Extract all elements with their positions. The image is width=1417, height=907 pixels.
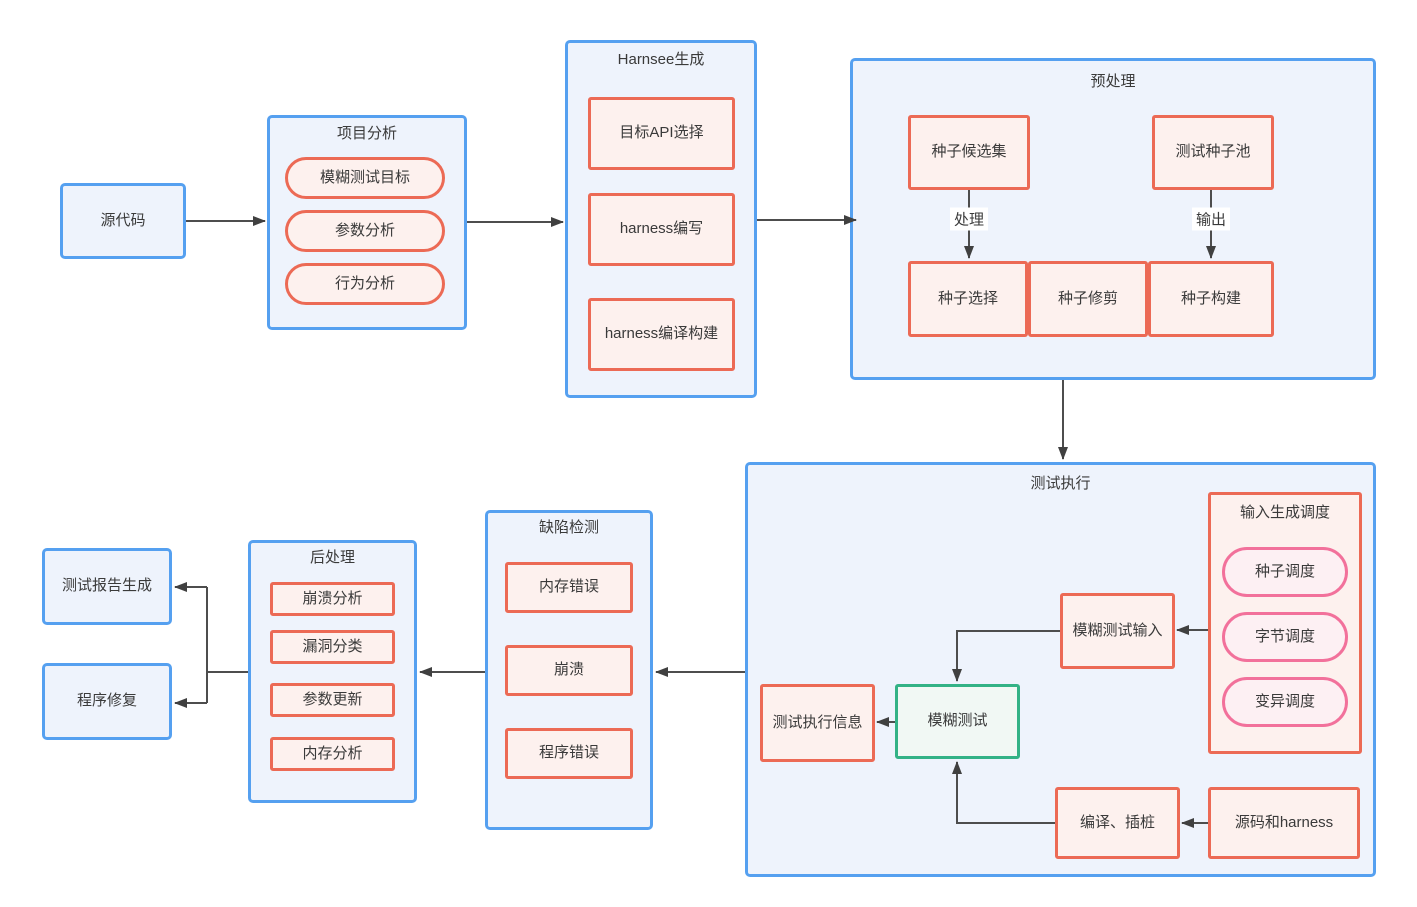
node-seed-candidates: 种子候选集 xyxy=(908,115,1030,190)
group-project-analysis-title: 项目分析 xyxy=(336,125,397,142)
node-param-analysis: 参数分析 xyxy=(285,210,445,252)
node-test-report: 测试报告生成 xyxy=(42,548,172,625)
node-test-seed-pool: 测试种子池 xyxy=(1152,115,1274,190)
group-input-sched-title: 输入生成调度 xyxy=(1239,504,1330,521)
node-seed-build: 种子构建 xyxy=(1148,261,1274,337)
node-byte-sched: 字节调度 xyxy=(1222,612,1348,662)
node-mutation-sched: 变异调度 xyxy=(1222,677,1348,727)
node-fuzz-target: 模糊测试目标 xyxy=(285,157,445,199)
node-crash: 崩溃 xyxy=(505,645,633,696)
node-harness-write: harness编写 xyxy=(588,193,735,266)
node-param-update: 参数更新 xyxy=(270,683,395,717)
node-seed-trim: 种子修剪 xyxy=(1028,261,1148,337)
node-fuzz-input: 模糊测试输入 xyxy=(1060,593,1175,669)
node-seed-select: 种子选择 xyxy=(908,261,1028,337)
group-test-exec-title: 测试执行 xyxy=(1030,475,1091,492)
node-program-error: 程序错误 xyxy=(505,728,633,779)
group-preprocess-title: 预处理 xyxy=(1090,73,1136,90)
node-memory-analysis: 内存分析 xyxy=(270,737,395,771)
node-memory-error: 内存错误 xyxy=(505,562,633,613)
node-fuzz-test: 模糊测试 xyxy=(895,684,1020,759)
node-seed-sched: 种子调度 xyxy=(1222,547,1348,597)
node-source-harness: 源码和harness xyxy=(1208,787,1360,859)
node-exec-info: 测试执行信息 xyxy=(760,684,875,762)
node-crash-analysis: 崩溃分析 xyxy=(270,582,395,616)
node-compile-instrument: 编译、插桩 xyxy=(1055,787,1180,859)
node-target-api-select: 目标API选择 xyxy=(588,97,735,170)
group-harness-gen-title: Harnsee生成 xyxy=(617,51,705,68)
group-defect-detect-title: 缺陷检测 xyxy=(538,519,599,536)
node-source-code: 源代码 xyxy=(60,183,186,259)
node-behavior-analysis: 行为分析 xyxy=(285,263,445,305)
node-program-repair: 程序修复 xyxy=(42,663,172,740)
edge-label-process: 处理 xyxy=(949,207,989,231)
node-harness-build: harness编译构建 xyxy=(588,298,735,371)
node-vuln-classify: 漏洞分类 xyxy=(270,630,395,664)
edge-label-output: 输出 xyxy=(1191,207,1231,231)
group-postprocess-title: 后处理 xyxy=(309,549,355,566)
